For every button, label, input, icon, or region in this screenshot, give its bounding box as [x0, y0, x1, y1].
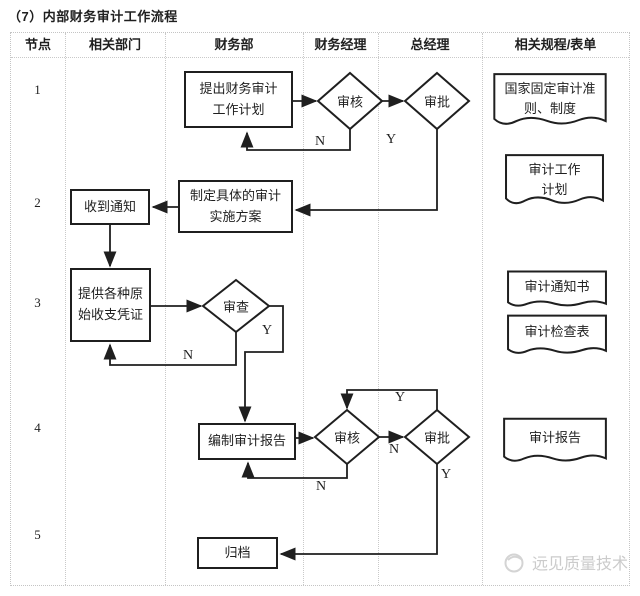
header-separator [11, 57, 629, 58]
column-header-finance-dept: 财务部 [214, 37, 254, 52]
step-text: 提出财务审计 [199, 80, 278, 96]
step-make-implementation-plan: 制定具体的审计 实施方案 [178, 180, 293, 233]
branch-label-y: Y [394, 390, 406, 405]
branch-label-y: Y [385, 132, 397, 147]
doc-audit-report: 审计报告 [502, 417, 608, 471]
column-divider [482, 33, 483, 585]
column-header-related-departments: 相关部门 [88, 37, 141, 52]
decision-examine-label: 审查 [222, 299, 250, 315]
branch-label-n: N [388, 442, 400, 457]
document-shape [506, 270, 608, 314]
swimlane-table: 节点 相关部门 财务部 财务经理 总经理 相关规程/表单 [10, 32, 630, 586]
document-shape [492, 72, 608, 136]
column-header-finance-manager: 财务经理 [314, 37, 367, 52]
node-number-5: 5 [34, 527, 41, 542]
step-text: 收到通知 [83, 198, 136, 214]
step-provide-vouchers: 提供各种原 始收支凭证 [70, 268, 151, 342]
doc-text: 审计工作 [528, 162, 581, 177]
column-divider [378, 33, 379, 585]
doc-national-audit-standards: 国家固定审计准 则、制度 [492, 72, 608, 136]
branch-label-n: N [314, 134, 326, 149]
node-number-4: 4 [34, 420, 41, 435]
doc-text: 国家固定审计准 [504, 81, 596, 96]
branch-label-n: N [182, 348, 194, 363]
page-title: （7）内部财务审计工作流程 [8, 9, 178, 24]
step-text: 实施方案 [209, 208, 262, 224]
decision-review-1-label: 审核 [336, 94, 364, 110]
document-shape [502, 417, 608, 471]
branch-label-n: N [315, 479, 327, 494]
doc-text: 计划 [541, 182, 568, 198]
column-divider [165, 33, 166, 585]
step-text: 工作计划 [212, 101, 265, 117]
watermark: 远见质量技术 [502, 550, 628, 574]
decision-approve-1-label: 审批 [423, 94, 451, 110]
step-prepare-audit-report: 编制审计报告 [198, 423, 296, 460]
doc-audit-checklist: 审计检查表 [506, 314, 608, 362]
doc-audit-notice: 审计通知书 [506, 270, 608, 314]
decision-review-2-label: 审核 [333, 430, 361, 446]
doc-text: 审计检查表 [524, 324, 590, 339]
step-text: 提供各种原 [77, 286, 143, 302]
doc-text: 则、制度 [523, 101, 576, 117]
watermark-text: 远见质量技术 [532, 556, 629, 573]
document-shape [506, 314, 608, 362]
step-archive: 归档 [197, 537, 278, 569]
step-text: 编制审计报告 [207, 433, 286, 449]
column-header-procedures-forms: 相关规程/表单 [514, 37, 597, 52]
column-divider [65, 33, 66, 585]
node-number-2: 2 [34, 195, 41, 210]
column-header-node: 节点 [24, 37, 51, 52]
column-divider [303, 33, 304, 585]
document-shape [504, 153, 605, 215]
step-text: 制定具体的审计 [189, 187, 281, 203]
doc-audit-work-plan: 审计工作 计划 [504, 153, 605, 215]
column-header-general-manager: 总经理 [410, 37, 450, 52]
branch-label-y: Y [440, 467, 452, 482]
step-text: 归档 [224, 544, 251, 560]
node-number-1: 1 [34, 82, 41, 97]
step-text: 始收支凭证 [77, 307, 143, 322]
branch-label-y: Y [261, 323, 273, 338]
doc-text: 审计通知书 [524, 279, 590, 294]
watermark-logo-icon [504, 553, 524, 573]
step-receive-notice: 收到通知 [70, 189, 150, 225]
step-propose-audit-plan: 提出财务审计 工作计划 [184, 71, 293, 128]
decision-approve-2-label: 审批 [423, 430, 451, 446]
node-number-3: 3 [34, 295, 41, 310]
doc-text: 审计报告 [528, 430, 581, 445]
